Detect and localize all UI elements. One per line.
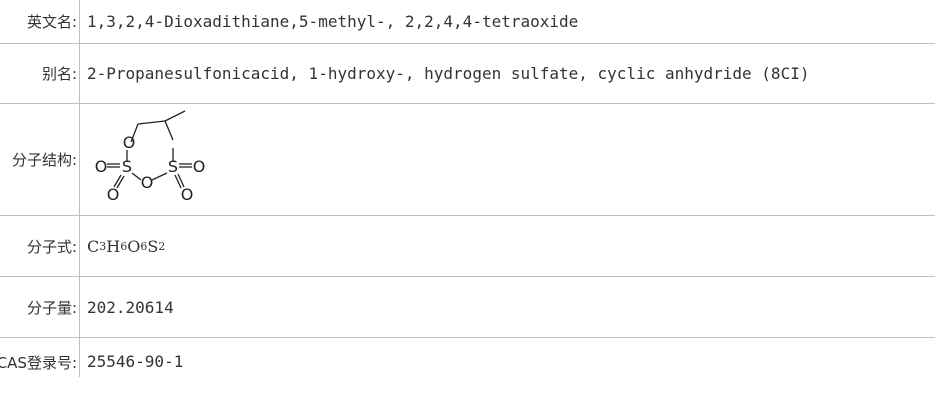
atom-o-left-bottom: O: [107, 185, 120, 204]
atom-s-right: S: [168, 157, 178, 176]
row-structure: 分子结构:: [0, 104, 935, 216]
column-divider: [79, 0, 80, 377]
atom-o-right-bottom: O: [181, 185, 194, 204]
molecular-structure-image: O S O S O O O O: [95, 109, 206, 204]
value-alias: 2-Propanesulfonicacid, 1-hydroxy-, hydro…: [87, 64, 810, 83]
atom-o-left: O: [95, 157, 108, 176]
atom-o-ring: O: [141, 173, 154, 192]
value-molecular-weight: 202.20614: [87, 297, 174, 317]
atom-s-left: S: [122, 157, 132, 176]
atom-o-top: O: [123, 133, 136, 152]
label-cas-number: CAS登录号:: [0, 354, 77, 372]
row-molecular-weight: 分子量: 202.20614: [0, 277, 935, 338]
atom-o-right: O: [193, 157, 206, 176]
label-english-name: 英文名:: [26, 13, 77, 31]
value-structure: O S O S O O O O: [80, 104, 935, 215]
row-alias: 别名: 2-Propanesulfonicacid, 1-hydroxy-, h…: [0, 44, 935, 104]
row-cas-number: CAS登录号: 25546-90-1: [0, 338, 935, 388]
compound-info-table: 英文名: 1,3,2,4-Dioxadithiane,5-methyl-, 2,…: [0, 0, 935, 377]
value-cas-number: 25546-90-1: [87, 352, 184, 371]
label-formula: 分子式:: [26, 237, 77, 256]
row-english-name: 英文名: 1,3,2,4-Dioxadithiane,5-methyl-, 2,…: [0, 0, 935, 44]
label-structure: 分子结构:: [11, 151, 77, 169]
value-english-name: 1,3,2,4-Dioxadithiane,5-methyl-, 2,2,4,4…: [87, 12, 579, 31]
label-molecular-weight: 分子量:: [26, 298, 77, 317]
label-alias: 别名:: [41, 65, 77, 83]
